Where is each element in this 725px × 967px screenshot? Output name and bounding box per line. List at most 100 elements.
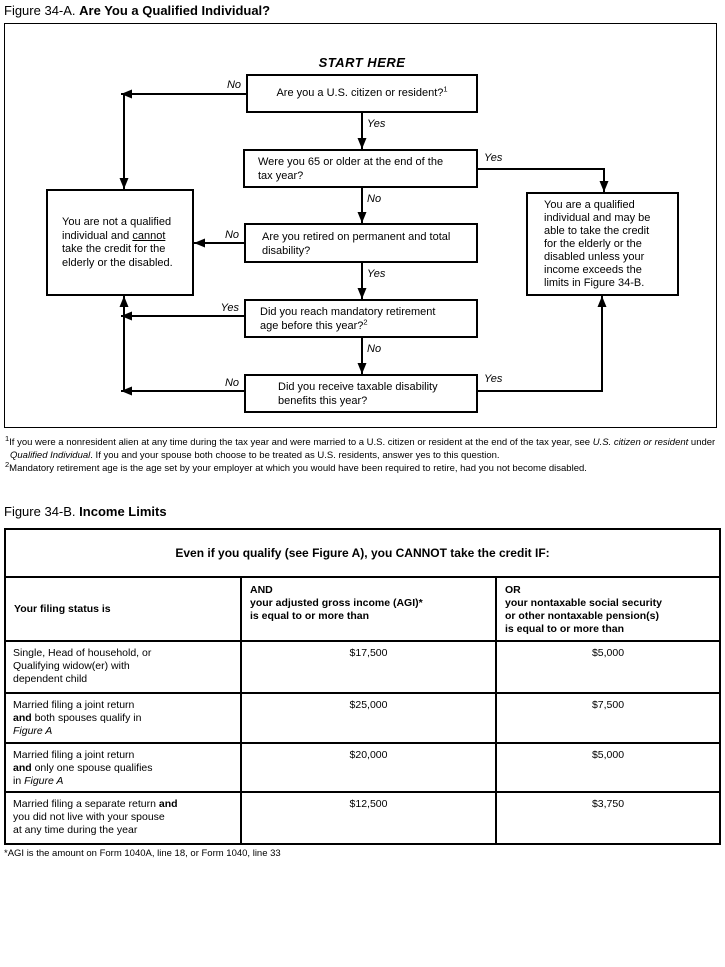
status-cell: Married filing a joint return and only o… xyxy=(4,742,242,793)
status-line: Married filing a joint return xyxy=(13,749,135,761)
box-text-line: tax year? xyxy=(258,169,304,182)
label-yes-retired: Yes xyxy=(367,268,386,280)
box-text-line: Were you 65 or older at the end of the xyxy=(258,156,444,168)
status-line: dependent child xyxy=(13,673,88,685)
box-text-line: age before this year?2 xyxy=(260,316,472,334)
header-line: is equal to or more than xyxy=(505,623,625,635)
status-line: Qualifying widow(er) with xyxy=(13,660,130,672)
decision-box-citizen: Are you a U.S. citizen or resident?1 xyxy=(246,74,478,113)
column-header-filing-status: Your filing status is xyxy=(4,576,242,642)
header-line: your adjusted gross income (AGI)* xyxy=(250,597,423,609)
footnote-1: 1If you were a nonresident alien at any … xyxy=(5,433,719,462)
figure-b-title: Figure 34-B. Income Limits xyxy=(4,504,167,519)
label-no-retired: No xyxy=(224,229,239,241)
pension-cell: $3,750 xyxy=(495,791,721,845)
box-text: individual and xyxy=(62,229,133,242)
pension-cell: $7,500 xyxy=(495,692,721,744)
status-cell: Single, Head of household, or Qualifying… xyxy=(4,640,242,694)
status-line: at any time during the year xyxy=(13,824,138,836)
box-text-line: limits in Figure 34-B. xyxy=(544,277,645,289)
connector-yes-age65 xyxy=(478,168,609,192)
footnote-1-text: . If you and your spouse both choose to … xyxy=(90,450,500,461)
status-line: in Figure A xyxy=(13,775,234,788)
status-cell: Married filing a separate return and you… xyxy=(4,791,242,845)
income-limits-table: Even if you qualify (see Figure A), you … xyxy=(4,528,721,845)
label-no-age65: No xyxy=(367,193,382,205)
table-main-header: Even if you qualify (see Figure A), you … xyxy=(4,528,721,578)
box-text-line: Did you reach mandatory retirement xyxy=(260,306,436,318)
column-header-agi: AND your adjusted gross income (AGI)* is… xyxy=(240,576,497,642)
status-cell: Married filing a joint return and both s… xyxy=(4,692,242,744)
header-line: your nontaxable social security xyxy=(505,597,662,609)
figure-b-heading: Income Limits xyxy=(79,504,167,519)
agi-cell: $17,500 xyxy=(240,640,497,694)
box-text: age before this year? xyxy=(260,319,364,332)
connector-yes-benefits xyxy=(478,296,607,392)
pension-cell: $5,000 xyxy=(495,640,721,694)
header-line: OR xyxy=(505,584,521,596)
decision-box-retired: Are you retired on permanent and total d… xyxy=(244,223,478,263)
box-text-line: income exceeds the xyxy=(544,264,642,276)
status-text: Married filing a separate return xyxy=(13,798,159,810)
status-text: in xyxy=(13,775,25,787)
bold-and: and xyxy=(13,712,32,724)
footnote-2-ref: 2 xyxy=(5,459,10,469)
column-header-pension: OR your nontaxable social security or ot… xyxy=(495,576,721,642)
box-text-line: disability? xyxy=(262,244,311,257)
label-yes-mandatory: Yes xyxy=(220,302,239,314)
label-no-citizen: No xyxy=(226,79,241,91)
italic-figure-a: Figure A xyxy=(13,725,53,737)
box-text-line: Did you receive taxable disability xyxy=(278,381,438,393)
status-line: Figure A xyxy=(13,725,234,738)
header-line: or other nontaxable pension(s) xyxy=(505,610,660,622)
status-text: both spouses qualify in xyxy=(31,712,142,724)
box-text-line: take the credit for the xyxy=(62,243,166,255)
footnote-1-text: If you were a nonresident alien at any t… xyxy=(9,437,593,448)
status-line: Married filing a separate return and xyxy=(13,798,234,811)
footnote-1-ref: 1 xyxy=(5,433,10,443)
outcome-box-qualified: You are a qualified individual and may b… xyxy=(526,192,679,296)
box-text-line: elderly or the disabled. xyxy=(62,256,173,269)
agi-cell: $12,500 xyxy=(240,791,497,845)
start-here-label: START HERE xyxy=(318,55,406,70)
table-row: Married filing a separate return and you… xyxy=(4,791,721,845)
label-yes-benefits: Yes xyxy=(484,373,503,385)
header-line: is equal to or more than xyxy=(250,610,370,622)
agi-cell: $25,000 xyxy=(240,692,497,744)
footnote-1-italic-qualified: Qualified Individual xyxy=(10,450,91,461)
bold-and: and xyxy=(13,762,32,774)
box-text-line: Are you retired on permanent and total xyxy=(262,231,451,243)
decision-box-mandatory-age: Did you reach mandatory retirement age b… xyxy=(244,299,478,338)
agi-footnote: *AGI is the amount on Form 1040A, line 1… xyxy=(4,848,281,859)
box-text: Are you a U.S. citizen or resident? xyxy=(276,87,444,99)
flowchart-connectors xyxy=(119,89,609,396)
figure-b-label: Figure 34-B. xyxy=(4,504,76,519)
footnote-ref-1: 1 xyxy=(443,84,448,94)
label-no-mandatory: No xyxy=(367,343,382,355)
box-text-line: benefits this year? xyxy=(278,394,368,407)
decision-box-taxable-benefits: Did you receive taxable disability benef… xyxy=(244,374,478,413)
table-row: Married filing a joint return and both s… xyxy=(4,692,721,744)
label-no-benefits: No xyxy=(224,377,239,389)
footnote-ref-2: 2 xyxy=(363,316,368,326)
status-line: you did not live with your spouse xyxy=(13,811,165,823)
bold-and: and xyxy=(158,798,178,810)
footnote-1-text: under xyxy=(688,437,716,448)
label-yes-age65: Yes xyxy=(484,152,503,164)
decision-box-age65: Were you 65 or older at the end of the t… xyxy=(243,149,478,188)
header-line: AND xyxy=(250,584,273,596)
footnote-2: 2Mandatory retirement age is the age set… xyxy=(5,459,719,475)
italic-figure-a: Figure A xyxy=(24,775,64,787)
box-text-line: individual and cannot xyxy=(62,230,188,244)
figure-a-title: Figure 34-A. Are You a Qualified Individ… xyxy=(4,3,270,18)
flowchart-figure-a: START HERE Are you a U.S. citizen or res… xyxy=(4,23,717,428)
underlined-cannot: cannot xyxy=(132,229,166,242)
label-yes-citizen: Yes xyxy=(367,118,386,130)
status-line: Married filing a joint return xyxy=(13,699,135,711)
figure-a-heading: Are You a Qualified Individual? xyxy=(79,3,271,18)
table-header-row: Your filing status is AND your adjusted … xyxy=(4,576,721,642)
table-row: Single, Head of household, or Qualifying… xyxy=(4,640,721,694)
status-text: only one spouse qualifies xyxy=(31,762,153,774)
agi-cell: $20,000 xyxy=(240,742,497,793)
footnote-2-text: Mandatory retirement age is the age set … xyxy=(9,463,587,474)
